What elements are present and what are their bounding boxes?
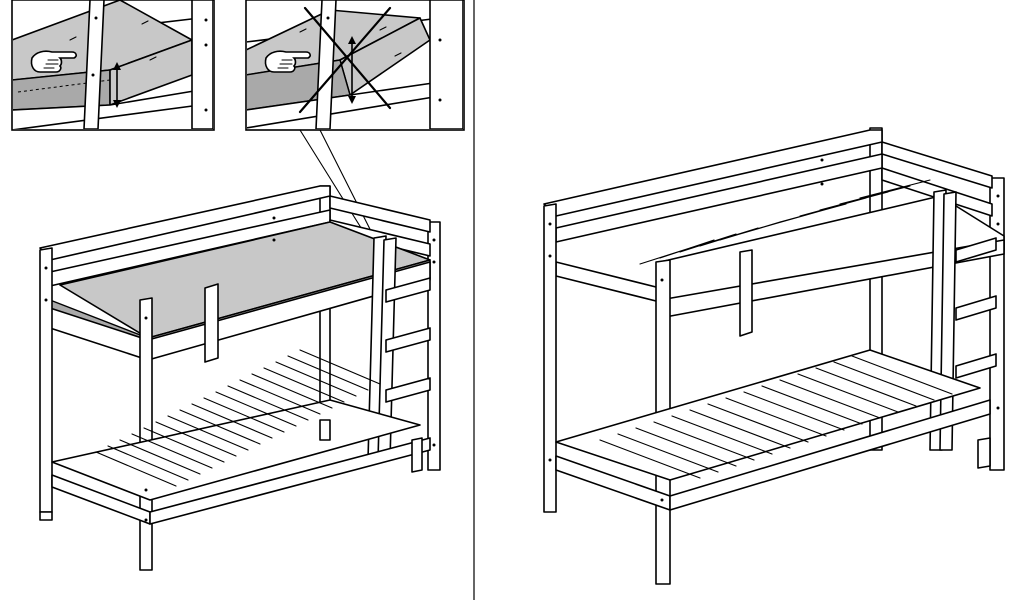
slats-lower: [599, 355, 953, 479]
slats-upper: [639, 179, 931, 265]
double-arrow-icon: [113, 62, 121, 108]
bunk-bed-with-mattress: [39, 185, 441, 571]
double-arrow-icon: [348, 36, 356, 104]
pointing-hand-icon: [30, 50, 77, 73]
pointing-hand-icon: [264, 50, 311, 73]
cross-mark-icon: [298, 6, 392, 114]
inset-correct: [11, 0, 215, 131]
bunk-bed-slats-only: [543, 127, 1005, 585]
inset-incorrect: [245, 0, 465, 131]
slats-lower: [95, 349, 381, 487]
